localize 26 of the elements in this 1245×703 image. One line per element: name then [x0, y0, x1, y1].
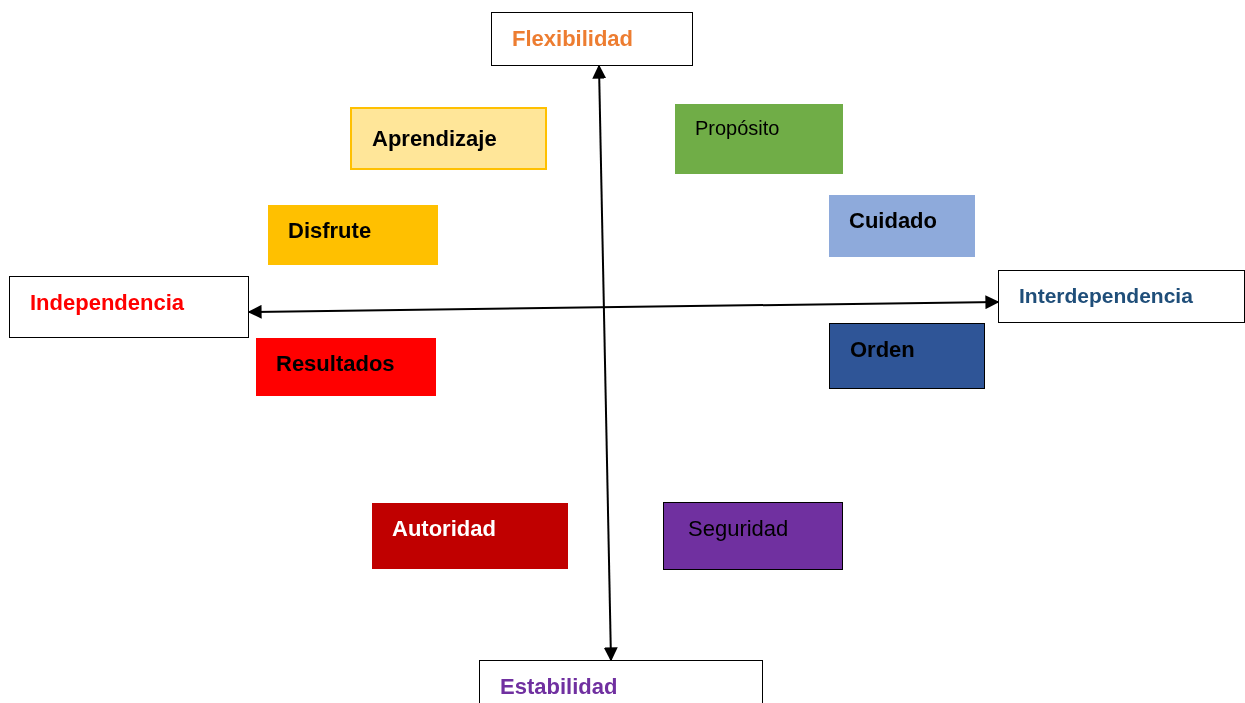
box-label: Independencia [30, 290, 185, 315]
box-label: Cuidado [849, 208, 937, 233]
box-label: Flexibilidad [512, 26, 634, 51]
box-label: Seguridad [688, 516, 789, 541]
label-box [998, 270, 1245, 323]
label-box [9, 276, 249, 338]
axis-arrow [592, 64, 618, 662]
box-label: Autoridad [392, 516, 496, 541]
box-label: Aprendizaje [372, 126, 497, 151]
box-label: Estabilidad [500, 674, 618, 699]
box-label: Interdependencia [1019, 284, 1193, 307]
label-box [663, 502, 843, 570]
label-box [268, 205, 438, 265]
label-box [372, 503, 568, 569]
box-label: Resultados [276, 351, 395, 376]
label-box [829, 323, 985, 389]
box-label: Propósito [695, 117, 780, 139]
label-box [675, 104, 843, 174]
label-box [829, 195, 975, 257]
label-box [491, 12, 693, 66]
box-label: Orden [850, 337, 915, 362]
axis-arrow [247, 295, 1000, 319]
label-box [256, 338, 436, 396]
label-box [350, 107, 547, 170]
box-label: Disfrute [288, 218, 372, 243]
label-box [479, 660, 763, 703]
